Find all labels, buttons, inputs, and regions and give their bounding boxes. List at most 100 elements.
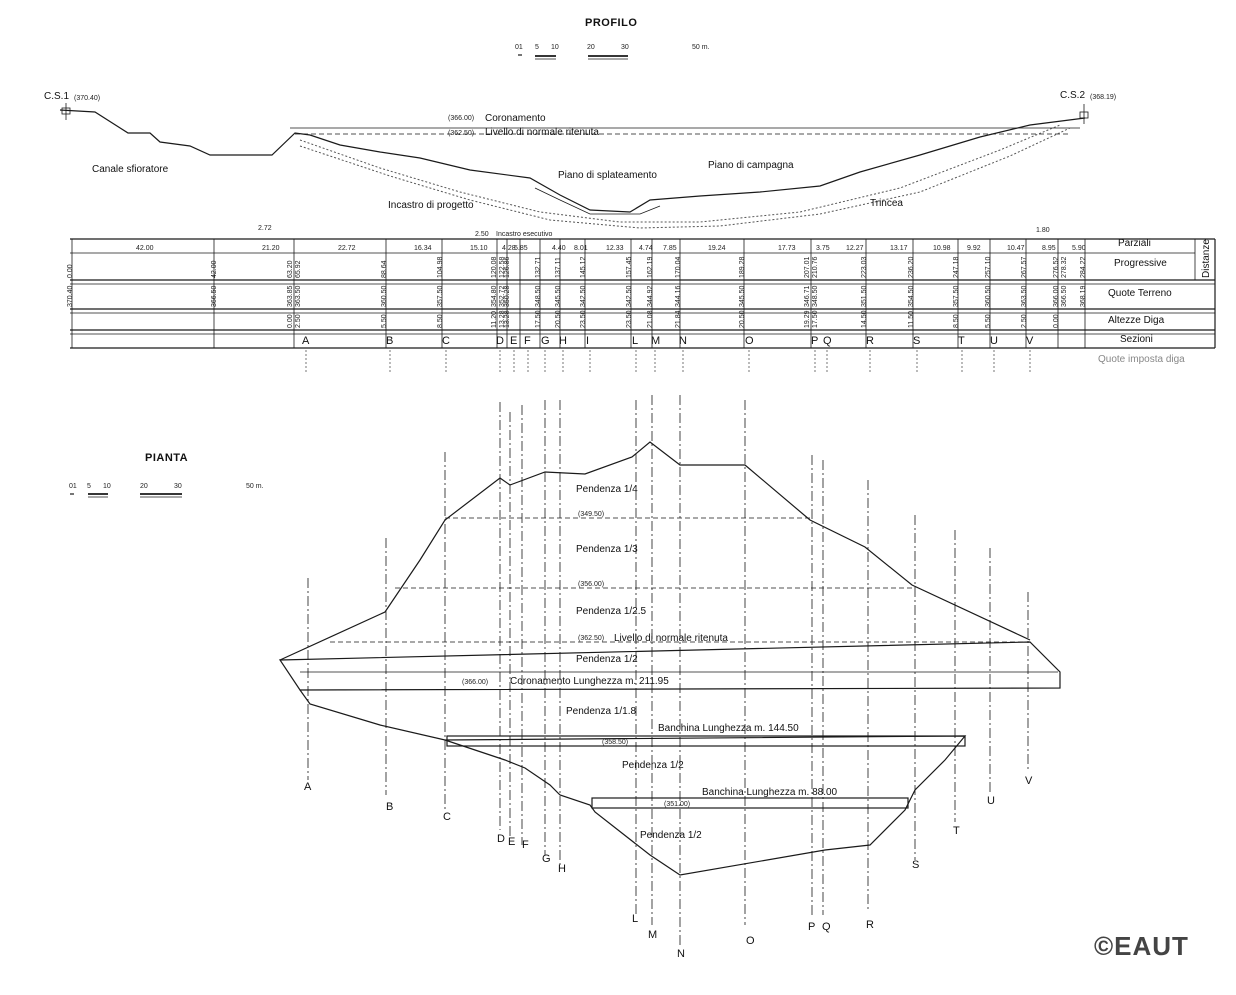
partial-distance: 19.24 (708, 245, 726, 252)
ground-profile-line (59, 109, 1086, 213)
partial-distance: 5.85 (514, 245, 528, 252)
dam-height: 8.50 (437, 314, 444, 328)
slope-4-label: Pendenza 1/2 (576, 654, 638, 665)
profile-section-letter: A (302, 335, 310, 347)
plan-section-letter: H (558, 863, 566, 875)
ground-elevation: 342.50 (626, 285, 633, 307)
progressive-distance: 257.10 (985, 256, 992, 278)
profile-scale-20: 20 (587, 44, 595, 51)
plan-annotations: Pendenza 1/4 (349.50) Pendenza 1/3 (356.… (462, 484, 838, 841)
profile-section-letter: G (541, 335, 550, 347)
crest-elevation-plan: (366.00) (462, 679, 488, 686)
plan-section-letter: U (987, 795, 995, 807)
berm-358-elevation: (358.50) (602, 739, 628, 746)
plan-section-letter: O (746, 935, 755, 947)
slope-5-label: Pendenza 1/1.8 (566, 706, 637, 717)
plan-section: PIANTA 01 5 10 20 30 50 m. Pendenza (69, 395, 1061, 960)
ground-elevation: 344.16 (675, 285, 682, 307)
progressive-distance: 132.71 (535, 256, 542, 278)
partial-distance: 16.34 (414, 245, 432, 252)
progressive-distance: 276.52278.32 (1053, 256, 1068, 278)
progressive-distance: 137.11 (555, 257, 562, 278)
v-250-label: 2.50 (475, 231, 489, 238)
plan-section-letter: Q (822, 921, 831, 933)
profile-scale-0: 01 (515, 44, 523, 51)
ground-elevation: 363.85363.50 (287, 285, 302, 307)
partial-distance: 4.74 (639, 245, 653, 252)
profile-scale-10: 10 (551, 44, 559, 51)
progressive-distance: 126.86 (504, 256, 511, 278)
profile-section-letter: H (559, 335, 567, 347)
profile-scale-30: 30 (621, 44, 629, 51)
plan-section-letter: E (508, 836, 515, 848)
progressive-distance: 42.00 (211, 260, 218, 278)
progressive-distance: 223.03 (861, 256, 868, 278)
partial-distance: 42.00 (136, 245, 154, 252)
partial-distance: 13.17 (890, 245, 908, 252)
row-heights-header: Altezze Diga (1108, 315, 1165, 326)
ground-elevation: 344.92 (647, 285, 654, 307)
progressive-distance: 157.45 (626, 256, 633, 278)
progressive-distance: 189.28 (739, 256, 746, 278)
profile-section-letter: Q (823, 335, 832, 347)
dam-height: 17.50 (535, 310, 542, 328)
slope-6-label: Pendenza 1/2 (622, 760, 684, 771)
partial-distance: 21.20 (262, 245, 280, 252)
partial-distance: 9.92 (967, 245, 981, 252)
design-key-line (299, 124, 1061, 223)
crest-label: Coronamento (485, 113, 546, 124)
profile-section-letter: T (958, 335, 965, 347)
profile-section-letter: E (510, 335, 517, 347)
cs1-label: C.S.1 (44, 91, 69, 102)
profile-section-letter: L (632, 335, 638, 347)
design-key-label: Incastro di progetto (388, 200, 474, 211)
cs1-elevation: (370.40) (74, 95, 100, 102)
profile-section-letter: M (651, 335, 660, 347)
progressive-distance: 247.18 (953, 256, 960, 278)
profile-scale-bar: 01 5 10 20 30 50 m. (515, 44, 710, 60)
profile-section-letter: I (586, 335, 589, 347)
ground-elevation: 351.50 (861, 285, 868, 307)
dam-height: 5.50 (985, 314, 992, 328)
progressive-distance: 120.08122.58 (491, 256, 506, 278)
plan-section-letter: N (677, 948, 685, 960)
dam-height: 23.50 (580, 310, 587, 328)
trench-label: Trincea (870, 198, 903, 209)
plan-section-letter: V (1025, 775, 1033, 787)
ground-elevation: 354.50 (908, 285, 915, 307)
watermark: ©EAUT (1094, 931, 1189, 961)
partial-distance: 8.95 (1042, 245, 1056, 252)
dam-height: 0.00 (1053, 314, 1060, 328)
plan-section-letter: F (522, 839, 529, 851)
plan-section-letter: G (542, 853, 551, 865)
plan-scale-unit: 50 m. (246, 483, 264, 490)
partial-distance: 4.28 (502, 245, 516, 252)
cs1-marker: C.S.1 (370.40) (44, 91, 100, 120)
plan-section-letter: D (497, 833, 505, 845)
contour-362-label: (362.50) (578, 635, 604, 642)
partial-distance: 10.47 (1007, 245, 1025, 252)
dam-height: 20.50 (739, 310, 746, 328)
plan-title: PIANTA (145, 452, 188, 464)
slope-1-label: Pendenza 1/4 (576, 484, 638, 495)
plateau-line (534, 187, 661, 215)
ground-level-label: Piano di campagna (708, 160, 794, 171)
dam-height: 11.2013.28 (491, 310, 506, 328)
berm-358-label: Banchina Lunghezza m. 144.50 (658, 723, 799, 734)
partial-distance: 5.90 (1072, 245, 1086, 252)
ground-elevation: 370.40 (67, 285, 74, 307)
ground-elevation: 357.50 (437, 285, 444, 307)
berm-351-elevation: (351.00) (664, 801, 690, 808)
plan-scale-30: 30 (174, 483, 182, 490)
ground-elevation: 348.50 (535, 285, 542, 307)
progressive-distance: 104.98 (437, 256, 444, 278)
crest-elevation-label: (366.00) (448, 115, 474, 122)
dam-height: 19.2917.50 (804, 310, 819, 328)
progressive-distance: 207.01210.76 (804, 256, 819, 278)
plan-section-letter: B (386, 801, 393, 813)
plan-section-letter: P (808, 921, 815, 933)
ground-elevation: 350.28 (504, 285, 511, 307)
partial-distance: 22.72 (338, 245, 356, 252)
dam-height: 20.50 (555, 310, 562, 328)
